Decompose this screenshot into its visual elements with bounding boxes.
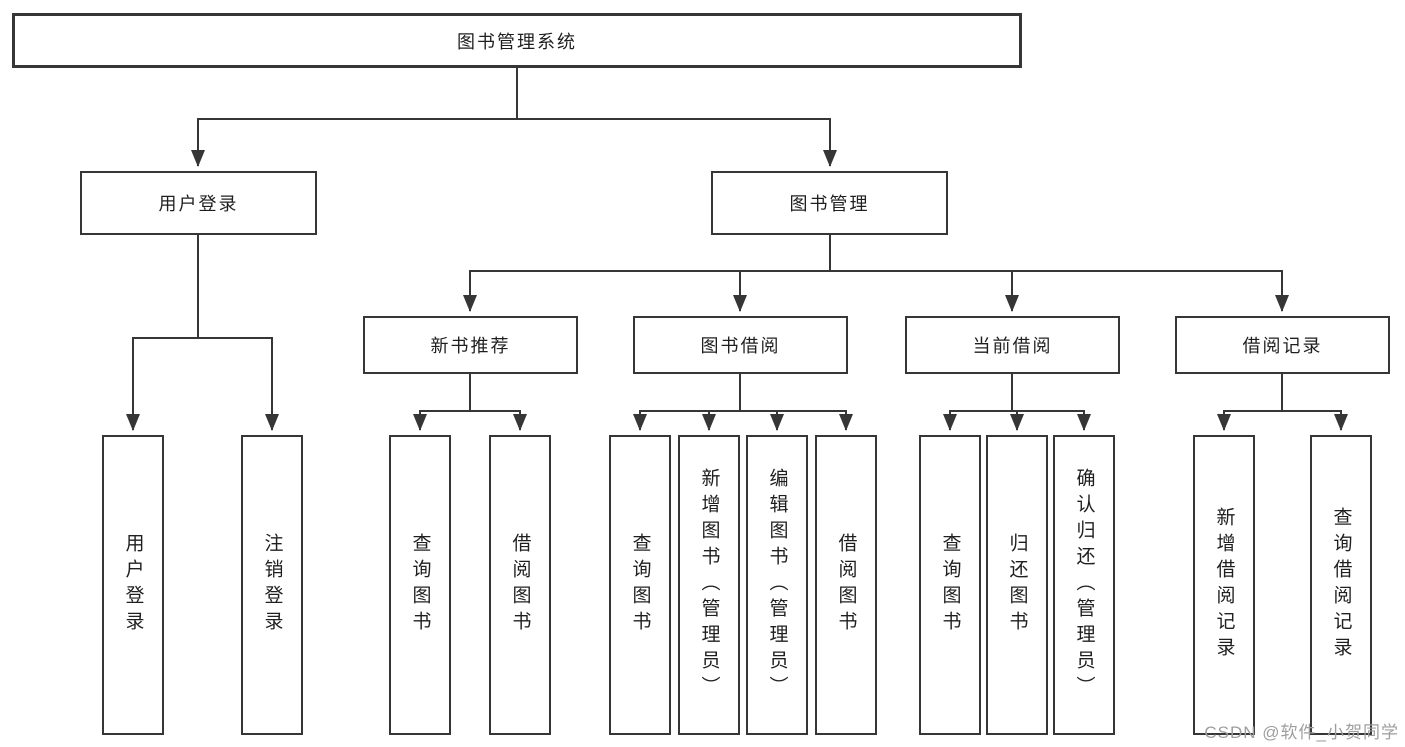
leaf-cb-confirm-return-label: 确认归还（管理员） bbox=[1073, 468, 1095, 702]
node-borrow-record: 借阅记录 bbox=[1175, 316, 1390, 374]
node-borrow-record-label: 借阅记录 bbox=[1242, 336, 1323, 356]
leaf-logout: 注销登录 bbox=[241, 435, 303, 735]
leaf-rec-query-book: 查询图书 bbox=[389, 435, 451, 735]
leaf-br-query-record-label: 查询借阅记录 bbox=[1330, 507, 1352, 663]
leaf-rec-borrow-book: 借阅图书 bbox=[489, 435, 551, 735]
leaf-cb-query-book: 查询图书 bbox=[919, 435, 981, 735]
csdn-watermark: CSDN @软件_小贺同学 bbox=[1204, 723, 1399, 742]
node-user-login: 用户登录 bbox=[80, 171, 317, 235]
leaf-cb-confirm-return: 确认归还（管理员） bbox=[1053, 435, 1115, 735]
leaf-bb-edit-book-label: 编辑图书（管理员） bbox=[766, 468, 788, 702]
leaf-br-add-record-label: 新增借阅记录 bbox=[1213, 507, 1235, 663]
node-book-borrow-label: 图书借阅 bbox=[700, 336, 781, 356]
leaf-user-login-label: 用户登录 bbox=[122, 533, 144, 637]
node-new-book-recommend-label: 新书推荐 bbox=[430, 336, 511, 356]
leaf-rec-borrow-book-label: 借阅图书 bbox=[509, 533, 531, 637]
node-book-management: 图书管理 bbox=[711, 171, 948, 235]
node-current-borrow: 当前借阅 bbox=[905, 316, 1120, 374]
node-user-login-label: 用户登录 bbox=[158, 194, 239, 214]
node-book-borrow: 图书借阅 bbox=[633, 316, 848, 374]
leaf-logout-label: 注销登录 bbox=[261, 533, 283, 637]
leaf-bb-query-book: 查询图书 bbox=[609, 435, 671, 735]
node-new-book-recommend: 新书推荐 bbox=[363, 316, 578, 374]
leaf-bb-edit-book: 编辑图书（管理员） bbox=[746, 435, 808, 735]
node-root-label: 图书管理系统 bbox=[457, 31, 577, 52]
node-book-management-label: 图书管理 bbox=[789, 194, 870, 214]
leaf-br-query-record: 查询借阅记录 bbox=[1310, 435, 1372, 735]
leaf-bb-borrow-book-label: 借阅图书 bbox=[835, 533, 857, 637]
leaf-rec-query-book-label: 查询图书 bbox=[409, 533, 431, 637]
node-root: 图书管理系统 bbox=[12, 13, 1022, 68]
leaf-cb-return-book-label: 归还图书 bbox=[1006, 533, 1028, 637]
leaf-br-add-record: 新增借阅记录 bbox=[1193, 435, 1255, 735]
leaf-cb-query-book-label: 查询图书 bbox=[939, 533, 961, 637]
leaf-bb-borrow-book: 借阅图书 bbox=[815, 435, 877, 735]
leaf-bb-add-book-label: 新增图书（管理员） bbox=[698, 468, 720, 702]
node-current-borrow-label: 当前借阅 bbox=[972, 336, 1053, 356]
leaf-user-login: 用户登录 bbox=[102, 435, 164, 735]
leaf-cb-return-book: 归还图书 bbox=[986, 435, 1048, 735]
leaf-bb-add-book: 新增图书（管理员） bbox=[678, 435, 740, 735]
leaf-bb-query-book-label: 查询图书 bbox=[629, 533, 651, 637]
